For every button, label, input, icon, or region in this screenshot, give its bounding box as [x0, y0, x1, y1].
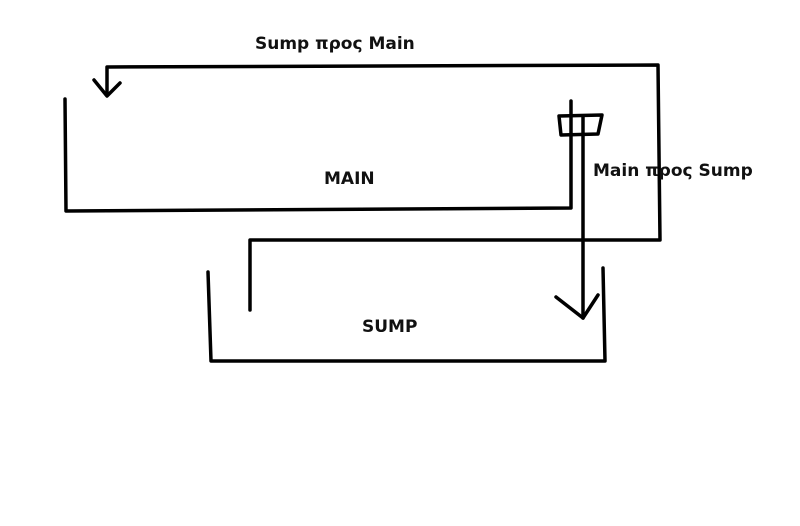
overflow-box — [557, 113, 604, 137]
return-arrowhead-icon — [92, 78, 122, 98]
main-tank-label: MAIN — [324, 169, 375, 189]
return-pipe — [105, 63, 662, 312]
sump-tank — [206, 266, 607, 363]
sump-tank-label: SUMP — [362, 317, 418, 337]
drain-arrowhead-icon — [554, 293, 600, 320]
main-tank — [63, 97, 573, 213]
main-to-sump-label: Main προς Sump — [593, 161, 753, 181]
sump-to-main-label: Sump προς Main — [255, 34, 415, 54]
